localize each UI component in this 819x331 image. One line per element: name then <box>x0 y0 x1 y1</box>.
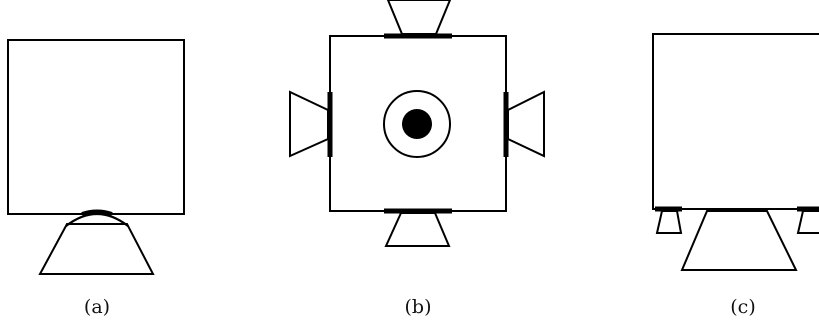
panel-a-bottom-curved-mount <box>65 213 129 227</box>
panel-a-caption: (a) <box>83 296 111 318</box>
panel-c-body-box <box>652 33 819 210</box>
panel-c-right-small-nozzle <box>796 210 819 234</box>
panel-c-bottom-nozzle <box>680 210 798 271</box>
panel-b-bottom-nozzle <box>384 212 451 247</box>
panel-a-body-box <box>7 39 185 215</box>
panel-b-top-nozzle <box>386 0 452 35</box>
panel-a-bottom-nozzle <box>38 223 155 275</box>
panel-b-diagram <box>289 0 545 247</box>
panel-c-caption: (c) <box>730 296 756 318</box>
panel-c-diagram <box>652 33 819 271</box>
panel-b-right-nozzle <box>507 90 545 158</box>
panel-a-diagram <box>7 39 185 275</box>
panel-b-left-nozzle <box>289 90 329 158</box>
panel-a-mount-thickening <box>81 209 113 216</box>
panel-b-center-dot <box>402 109 432 139</box>
panel-c-left-small-nozzle <box>655 210 683 234</box>
panel-b-center-ring <box>383 90 451 158</box>
panel-b-caption: (b) <box>404 296 432 318</box>
